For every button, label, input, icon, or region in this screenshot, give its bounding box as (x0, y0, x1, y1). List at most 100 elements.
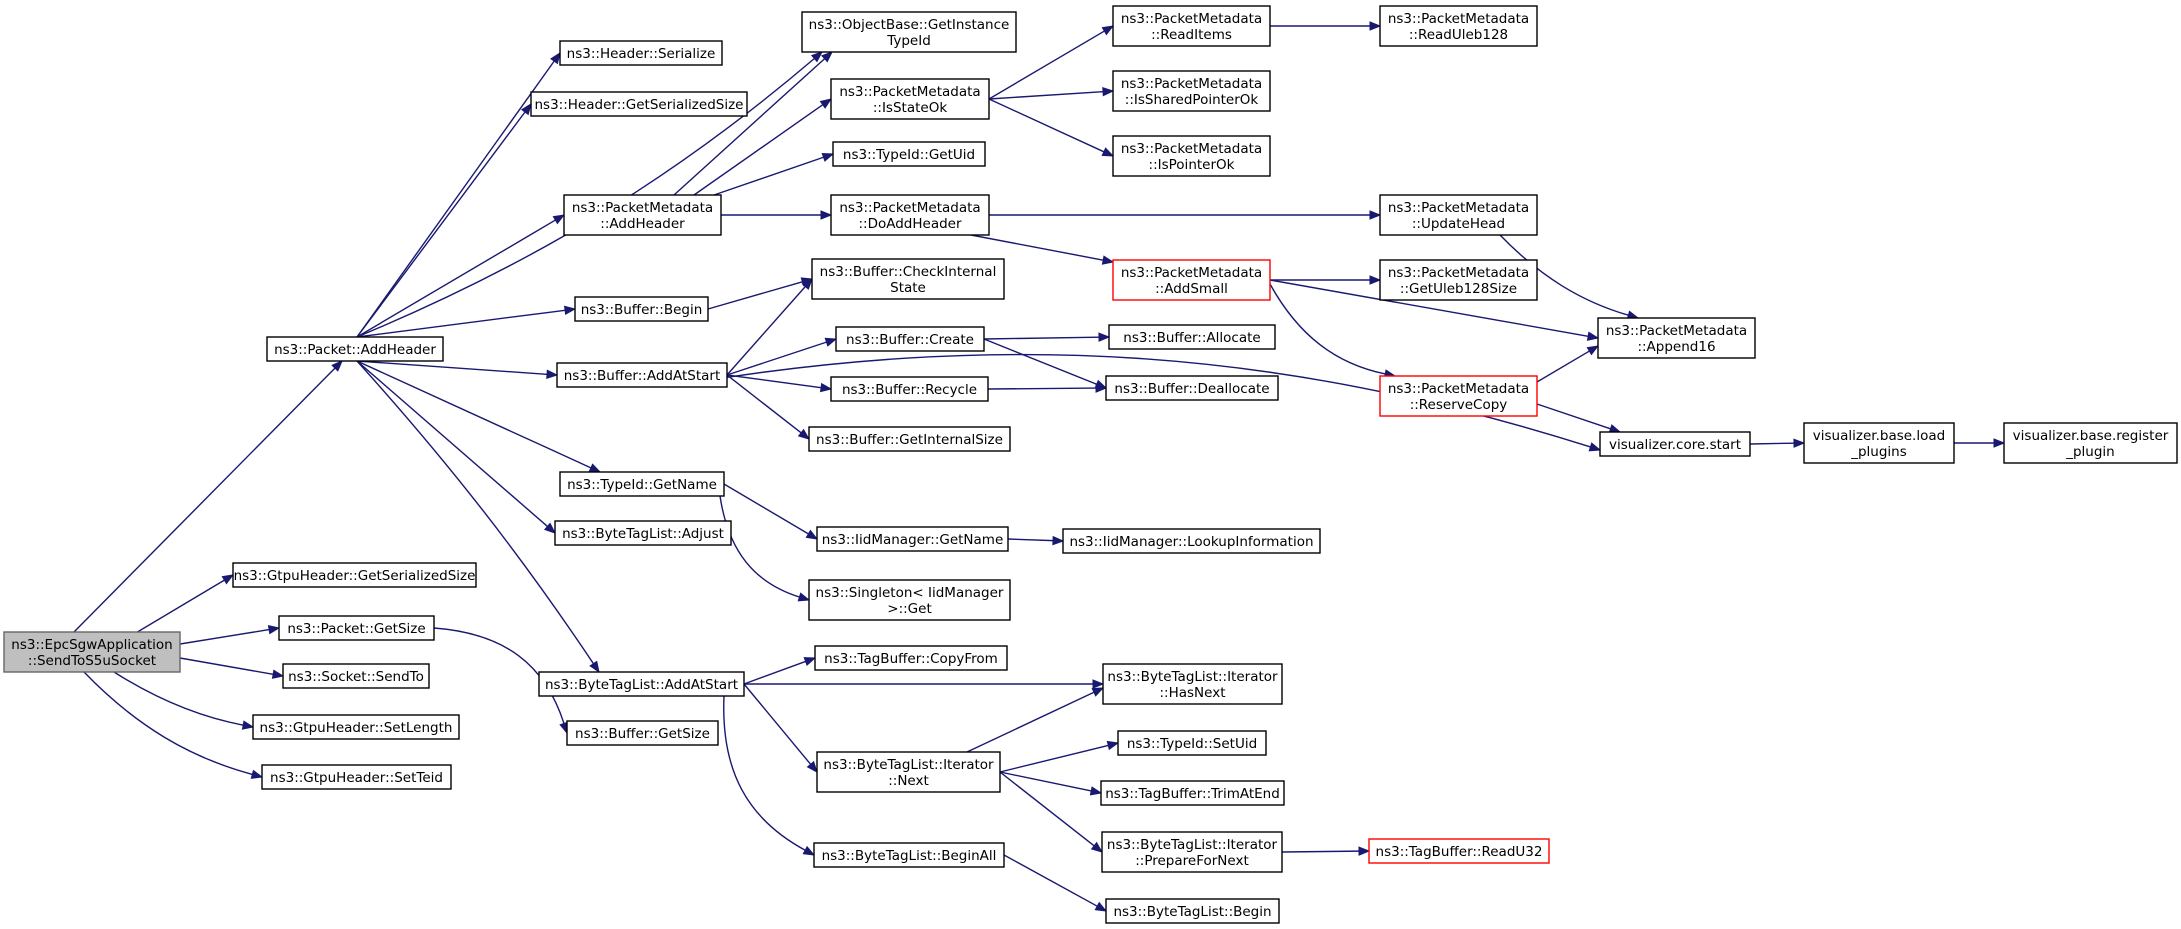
node-typeid-set-uid[interactable]: ns3::TypeId::SetUid (1117, 730, 1267, 756)
node-btl-add-at-start[interactable]: ns3::ByteTagList::AddAtStart (538, 671, 745, 697)
arrowhead (1586, 345, 1600, 356)
node-box (566, 720, 719, 746)
node-btl-iter-prepare-for-next[interactable]: ns3::ByteTagList::Iterator::PrepareForNe… (1101, 831, 1283, 873)
node-box (830, 78, 990, 120)
node-pm-is-pointer-ok[interactable]: ns3::PacketMetadata::IsPointerOk (1112, 135, 1271, 177)
node-box (252, 714, 460, 740)
node-socket-send-to[interactable]: ns3::Socket::SendTo (282, 663, 430, 689)
arrowhead (1793, 438, 1806, 448)
node-label: ns3::PacketMetadata (1121, 265, 1262, 281)
node-tagbuffer-read-u32[interactable]: ns3::TagBuffer::ReadU32 (1368, 838, 1550, 864)
node-iid-lookup-information[interactable]: ns3::IidManager::LookupInformation (1062, 528, 1321, 554)
node-label: ns3::PacketMetadata (1388, 381, 1529, 397)
node-pm-is-state-ok[interactable]: ns3::PacketMetadata::IsStateOk (830, 78, 990, 120)
node-viz-base-register-plugin[interactable]: visualizer.base.register_plugin (2003, 422, 2178, 464)
edge-send-to-s5u-to-socket-send-to (179, 657, 274, 675)
node-label: ns3::Buffer::GetSize (575, 726, 710, 742)
node-buffer-get-internal-size[interactable]: ns3::Buffer::GetInternalSize (808, 426, 1011, 452)
node-pm-read-uleb128[interactable]: ns3::PacketMetadata::ReadUleb128 (1379, 5, 1538, 47)
node-buffer-recycle[interactable]: ns3::Buffer::Recycle (830, 376, 989, 402)
node-btl-iter-next[interactable]: ns3::ByteTagList::Iterator::Next (816, 751, 1001, 793)
edge-packet-get-size-to-buffer-get-size (433, 627, 565, 724)
node-label: ns3::Buffer::GetInternalSize (816, 432, 1003, 448)
node-label: ns3::Buffer::AddAtStart (564, 368, 721, 384)
node-label: ns3::PacketMetadata (1606, 323, 1747, 339)
edge-pm-reserve-copy-to-viz-core-start (1536, 403, 1611, 430)
node-typeid-get-uid[interactable]: ns3::TypeId::GetUid (832, 141, 986, 167)
node-iid-get-name[interactable]: ns3::IidManager::GetName (816, 526, 1009, 552)
node-box (1112, 259, 1271, 301)
node-buffer-get-size[interactable]: ns3::Buffer::GetSize (566, 720, 719, 746)
node-label: ns3::PacketMetadata (1388, 200, 1529, 216)
node-header-get-serialized-size[interactable]: ns3::Header::GetSerializedSize (530, 91, 748, 117)
node-label: ns3::Buffer::Deallocate (1114, 381, 1269, 397)
node-send-to-s5u[interactable]: ns3::EpcSgwApplication::SendToS5uSocket (3, 631, 181, 673)
arrowhead (550, 51, 561, 65)
node-box (554, 520, 732, 546)
node-label: ::PrepareForNext (1135, 853, 1249, 869)
node-gtpu-set-length[interactable]: ns3::GtpuHeader::SetLength (252, 714, 460, 740)
node-box (1117, 730, 1267, 756)
edge-btl-iter-next-to-typeid-set-uid (999, 744, 1109, 773)
node-pm-reserve-copy[interactable]: ns3::PacketMetadata::ReserveCopy (1379, 375, 1538, 417)
node-header-serialize[interactable]: ns3::Header::Serialize (559, 40, 723, 66)
node-tagbuffer-copy-from[interactable]: ns3::TagBuffer::CopyFrom (814, 645, 1008, 671)
node-label: ::IsSharedPointerOk (1125, 92, 1259, 108)
arrowhead (1993, 438, 2006, 448)
node-label: ns3::PacketMetadata (839, 84, 980, 100)
node-singleton-get[interactable]: ns3::Singleton< IidManager>::Get (808, 579, 1011, 621)
arrowhead (1101, 255, 1115, 265)
edge-send-to-s5u-to-packet-add-header (73, 367, 336, 633)
node-viz-base-load-plugins[interactable]: visualizer.base.load_plugins (1803, 422, 1955, 464)
arrowhead (1586, 331, 1600, 341)
edge-btl-iter-next-to-tagbuffer-trim-at-end (999, 771, 1092, 792)
node-btl-iter-has-next[interactable]: ns3::ByteTagList::Iterator::HasNext (1102, 663, 1283, 705)
node-gtpu-set-teid[interactable]: ns3::GtpuHeader::SetTeid (261, 764, 452, 790)
node-pm-read-items[interactable]: ns3::PacketMetadata::ReadItems (1112, 5, 1271, 47)
node-buffer-create[interactable]: ns3::Buffer::Create (835, 326, 985, 352)
node-label: ::AddSmall (1155, 281, 1228, 297)
node-pm-do-add-header[interactable]: ns3::PacketMetadata::DoAddHeader (830, 194, 990, 236)
node-pm-add-small[interactable]: ns3::PacketMetadata::AddSmall (1112, 259, 1271, 301)
node-typeid-get-name[interactable]: ns3::TypeId::GetName (559, 471, 725, 497)
node-box (816, 526, 1009, 552)
node-box (559, 40, 723, 66)
node-btl-begin[interactable]: ns3::ByteTagList::Begin (1105, 898, 1280, 924)
node-pm-append16[interactable]: ns3::PacketMetadata::Append16 (1597, 317, 1756, 359)
node-buffer-add-at-start[interactable]: ns3::Buffer::AddAtStart (556, 362, 728, 388)
edge-typeid-get-name-to-iid-get-name (723, 483, 809, 535)
node-btl-begin-all[interactable]: ns3::ByteTagList::BeginAll (813, 842, 1005, 868)
arrowhead (824, 337, 838, 347)
node-pm-update-head[interactable]: ns3::PacketMetadata::UpdateHead (1379, 194, 1538, 236)
node-box (808, 426, 1011, 452)
node-box (814, 645, 1008, 671)
arrowhead (801, 277, 813, 291)
edge-viz-core-start-to-viz-base-load-plugins (1749, 442, 1795, 445)
node-gtpu-get-serialized-size[interactable]: ns3::GtpuHeader::GetSerializedSize (232, 562, 477, 588)
arrowhead (1101, 147, 1115, 157)
node-label: ns3::PacketMetadata (1121, 76, 1262, 92)
node-buffer-allocate[interactable]: ns3::Buffer::Allocate (1108, 324, 1276, 350)
node-buffer-deallocate[interactable]: ns3::Buffer::Deallocate (1105, 375, 1279, 401)
arrowhead (589, 660, 600, 674)
node-viz-core-start[interactable]: visualizer.core.start (1599, 431, 1751, 457)
node-tagbuffer-trim-at-end[interactable]: ns3::TagBuffer::TrimAtEnd (1100, 780, 1285, 806)
node-box (1101, 831, 1283, 873)
node-buffer-begin[interactable]: ns3::Buffer::Begin (574, 296, 709, 322)
node-pm-is-shared-pointer-ok[interactable]: ns3::PacketMetadata::IsSharedPointerOk (1112, 70, 1271, 112)
node-pm-get-uleb128-size[interactable]: ns3::PacketMetadata::GetUleb128Size (1379, 259, 1538, 301)
node-box (1599, 431, 1751, 457)
node-label: ns3::ByteTagList::AddAtStart (545, 677, 738, 693)
node-btl-adjust[interactable]: ns3::ByteTagList::Adjust (554, 520, 732, 546)
node-box (830, 194, 990, 236)
node-label: ns3::PacketMetadata (1121, 141, 1262, 157)
arrowhead (797, 428, 811, 440)
node-box (813, 842, 1005, 868)
node-label: _plugin (2065, 444, 2115, 460)
node-packet-get-size[interactable]: ns3::Packet::GetSize (278, 615, 435, 641)
node-pm-add-header[interactable]: ns3::PacketMetadata::AddHeader (563, 194, 722, 236)
node-packet-add-header[interactable]: ns3::Packet::AddHeader (266, 336, 444, 362)
